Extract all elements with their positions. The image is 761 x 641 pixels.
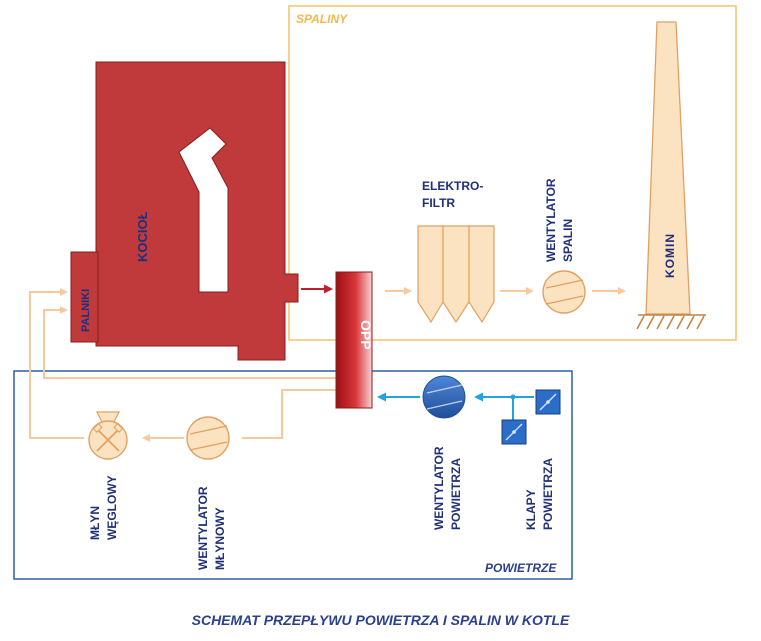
- air-damper-upper: [535, 389, 561, 415]
- electrofilter: [417, 225, 495, 324]
- air-preheater-label: OPP: [358, 320, 374, 350]
- air-damper-lower: [501, 419, 527, 445]
- air-fan-label-line2: POWIETRZA: [449, 458, 463, 530]
- burners-block: [70, 251, 99, 343]
- chimney-label: KOMIN: [663, 233, 677, 278]
- air-dampers-label-line1: KLAPY: [524, 489, 538, 530]
- cold-air-lines: [377, 392, 534, 420]
- flue-gas-fan-label-line2: SPALIN: [561, 219, 575, 262]
- warm-air-lines: [29, 287, 626, 442]
- mill-fan-label-line2: MŁYNOWY: [213, 507, 227, 570]
- mill-fan-label-line1: WENTYLATOR: [196, 486, 210, 570]
- electrofilter-label-line2: FILTR: [422, 196, 455, 210]
- coal-mill-label-line1: MŁYN: [88, 506, 102, 540]
- burners-label: PALNIKI: [80, 289, 92, 332]
- junction-dot: [510, 394, 516, 400]
- air-fan-label-line1: WENTYLATOR: [432, 446, 446, 530]
- air-fan: [422, 375, 466, 419]
- coal-mill-label-line2: WĘGLOWY: [105, 475, 119, 540]
- flue-gas-region-label: SPALINY: [296, 12, 348, 26]
- chimney: [645, 21, 691, 315]
- coal-mill: [88, 411, 128, 460]
- air-preheater: [335, 271, 373, 409]
- boiler-body: [95, 61, 299, 361]
- electrofilter-label-line1: ELEKTRO-: [422, 179, 483, 193]
- air-region-label: POWIETRZE: [485, 561, 557, 575]
- air-dampers-label-line2: POWIETRZA: [541, 458, 555, 530]
- flue-gas-fan-label-line1: WENTYLATOR: [544, 178, 558, 262]
- chimney-ground: [636, 314, 706, 330]
- boiler-label: KOCIOŁ: [135, 211, 150, 262]
- flue-gas-region: [288, 5, 737, 341]
- diagram-caption: SCHEMAT PRZEPŁYWU POWIETRZA I SPALIN W K…: [191, 612, 570, 628]
- mill-fan: [186, 416, 230, 460]
- air-region: [13, 370, 573, 580]
- flue-gas-fan: [542, 270, 586, 314]
